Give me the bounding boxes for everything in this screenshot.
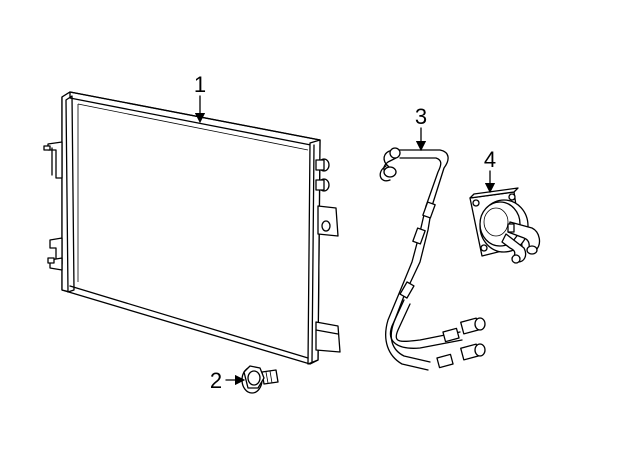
callout-3: 3: [415, 104, 427, 152]
oil-cooler-part[interactable]: [469, 187, 541, 264]
callout-label-1: 1: [194, 72, 206, 97]
bolt-part[interactable]: [241, 365, 279, 394]
callout-1: 1: [194, 72, 206, 124]
callout-label-4: 4: [484, 147, 496, 172]
callout-2: 2: [210, 368, 246, 393]
callout-label-2: 2: [210, 368, 222, 393]
callout-4: 4: [484, 147, 496, 194]
cooler-lines-part[interactable]: [379, 147, 486, 371]
condenser-part[interactable]: [43, 91, 341, 365]
callout-label-3: 3: [415, 104, 427, 129]
